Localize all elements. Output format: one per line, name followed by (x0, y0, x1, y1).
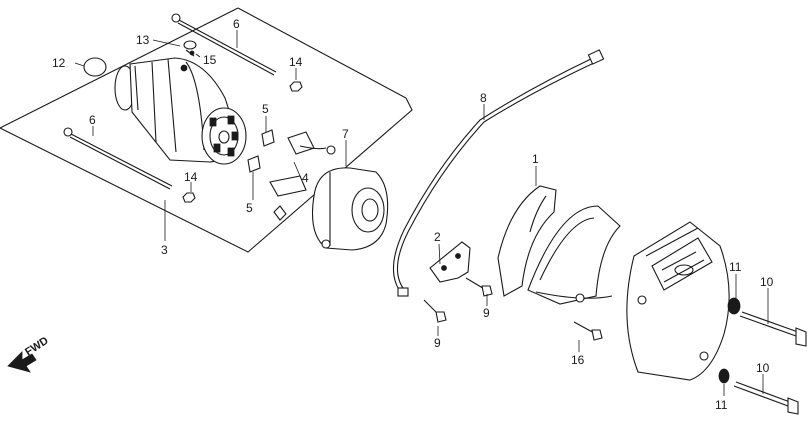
starter-cable (392, 49, 605, 297)
through-bolt-upper (171, 13, 277, 76)
callout-9-right: 9 (483, 306, 490, 320)
callout-14-upper: 14 (289, 55, 303, 69)
bolt-9-left (423, 299, 447, 323)
brush-set (247, 129, 336, 221)
callout-6-lower: 6 (89, 113, 96, 127)
callout-11-lower: 11 (715, 398, 728, 412)
callout-5-upper: 5 (262, 102, 269, 116)
callout-14-lower: 14 (184, 170, 198, 184)
cover-gasket (497, 185, 621, 305)
bracket (429, 241, 471, 283)
callout-9-left: 9 (434, 336, 441, 350)
callout-1: 1 (532, 152, 539, 166)
washer-11-upper (727, 297, 741, 315)
through-bolt-lower (63, 127, 173, 190)
bolt-10-lower (733, 381, 799, 415)
callout-4: 4 (302, 171, 309, 185)
fwd-label: FWD (23, 335, 51, 359)
nut-lower (182, 192, 196, 203)
left-crankcase-cover (626, 221, 730, 381)
callout-3: 3 (161, 243, 168, 257)
starter-motor (114, 57, 247, 165)
bolt-10-upper (739, 311, 807, 347)
callout-12: 12 (52, 56, 66, 70)
callout-15: 15 (203, 53, 217, 67)
terminal-nut (183, 40, 197, 57)
starter-end-cover (311, 167, 389, 251)
callout-2: 2 (434, 230, 441, 244)
callout-16: 16 (571, 353, 585, 367)
bolt-16 (573, 321, 603, 341)
o-ring (83, 57, 107, 77)
callout-13: 13 (136, 33, 150, 47)
callout-10-upper: 10 (760, 275, 774, 289)
callout-10-lower: 10 (756, 361, 770, 375)
bolt-9-right (465, 277, 493, 297)
washer-11-lower (718, 368, 730, 384)
callout-8: 8 (480, 91, 487, 105)
callout-labels: 12 13 15 6 14 6 14 3 5 5 4 7 8 1 2 9 9 1… (52, 17, 774, 412)
callout-7: 7 (342, 127, 349, 141)
fwd-arrow: FWD (7, 335, 51, 373)
callout-5-lower: 5 (246, 201, 253, 215)
callout-6-upper: 6 (233, 17, 240, 31)
leader-lines (74, 30, 769, 396)
callout-11-upper: 11 (729, 260, 742, 274)
nut-upper (289, 81, 303, 92)
